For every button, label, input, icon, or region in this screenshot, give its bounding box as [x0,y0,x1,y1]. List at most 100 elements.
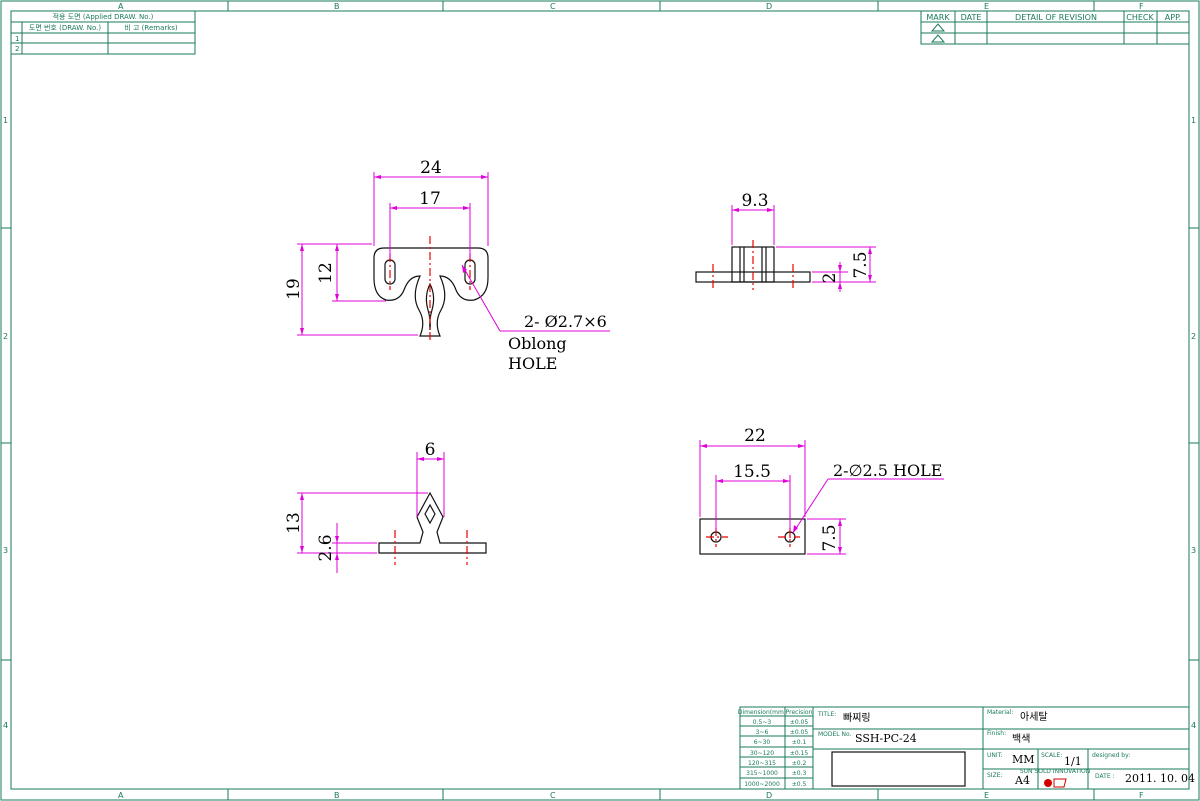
company-logo-icon [1044,779,1052,787]
title-block: Dimension(mm) Precision 0.5~3 ±0.05 3~6 … [738,706,1195,790]
zone-row-4-right: 4 [1191,721,1196,730]
zone-col-f-top: F [1139,2,1144,11]
unit-label: UNIT: [987,752,1003,759]
front-view: 6 13 2.6 [284,440,487,573]
dim-side-width: 9.3 [741,191,768,211]
tol-row-5-range: 120~315 [748,760,776,767]
tol-header-dim: Dimension(mm) [738,709,786,716]
zone-col-b-top: B [334,2,340,11]
finish-value: 백색 [1012,733,1030,745]
material-label: Material: [987,709,1013,716]
zone-col-d-top: D [766,2,772,11]
model-label: MODEL No. [818,731,852,738]
tol-row-7-value: ±0.5 [792,781,807,788]
applied-table-row-1: 1 [15,35,19,43]
tol-row-6-range: 315~1000 [746,770,778,777]
dim-top-height-inner: 12 [316,262,336,284]
top-view-outline [373,247,489,337]
tol-row-3-range: 6~30 [754,739,771,746]
tol-row-3-value: ±0.1 [792,739,807,746]
applied-table-row-2: 2 [15,45,19,53]
zone-col-b-bottom: B [334,791,340,800]
dim-top-width-outer: 24 [420,158,442,178]
dim-side-height: 7.5 [851,251,871,278]
front-view-outline [378,491,487,554]
bottom-view-outline [699,518,806,555]
scale-value: 1/1 [1064,755,1082,768]
date-value: 2011. 10. 04 [1125,772,1195,785]
top-view: 24 17 19 12 2- Ø2.7×6 Oblong HOLE [284,158,610,373]
dim-front-height-total: 13 [284,512,304,534]
applied-table-title: 적용 도면 (Applied DRAW. No.) [53,12,154,21]
model-value: SSH-PC-24 [855,732,917,745]
dim-top-width-inner: 17 [419,189,441,209]
zone-col-c-top: C [550,2,556,11]
zone-col-a-top: A [118,2,124,11]
zone-row-2-right: 2 [1191,332,1196,341]
tol-row-1-value: ±0.05 [790,719,809,726]
rev-header-date: DATE [961,13,982,22]
tol-header-precision: Precision [786,709,813,716]
zone-row-3-right: 3 [1191,546,1196,555]
dim-bottom-height: 7.5 [820,524,840,551]
applied-drawing-table: 적용 도면 (Applied DRAW. No.) 도면 번호 (DRAW. N… [10,10,196,55]
company-logo-text: SUN SOLD INNOVATION [1020,768,1090,775]
applied-table-col-remarks: 비 고 (Remarks) [124,23,178,32]
tol-row-4-value: ±0.15 [790,750,809,757]
tol-row-2-value: ±0.05 [790,729,809,736]
tol-row-2-range: 3~6 [756,729,769,736]
dim-bottom-width-outer: 22 [744,426,766,446]
rev-header-app: APP. [1165,13,1181,22]
zone-row-3-left: 3 [3,546,8,555]
rev-header-detail: DETAIL OF REVISION [1015,13,1097,22]
zone-col-c-bottom: C [550,791,556,800]
callout-hole-label: HOLE [508,354,557,373]
revision-triangle-2 [930,34,946,43]
tol-row-4-range: 30~120 [750,750,774,757]
zone-row-4-left: 4 [3,721,8,730]
size-label: SIZE: [987,772,1003,779]
bottom-view: 22 15.5 7.5 2-∅2.5 HOLE [699,426,944,555]
dim-front-top-width: 6 [425,440,436,460]
revision-triangle-1 [930,23,946,32]
zone-col-f-bottom: F [1139,791,1144,800]
tol-row-5-value: ±0.2 [792,760,807,767]
tol-row-6-value: ±0.3 [792,770,807,777]
zone-col-d-bottom: D [766,791,772,800]
zone-col-e-top: E [984,2,989,11]
zone-row-2-left: 2 [3,332,8,341]
column-zones: A B C D E F A B C D E F [118,1,1144,800]
callout-oblong-hole: 2- Ø2.7×6 [524,312,607,331]
title-value: 빠찌링 [843,712,871,724]
zone-col-a-bottom: A [118,791,124,800]
rev-header-mark: MARK [926,13,950,22]
top-view-inner-slot [425,282,435,331]
dim-top-height-total: 19 [284,278,304,300]
designed-label: designed by: [1092,752,1130,759]
dim-front-base: 2.6 [316,534,336,561]
material-value: 아세탈 [1020,710,1048,723]
callout-bottom-hole: 2-∅2.5 HOLE [833,461,942,480]
dim-side-base: 2 [820,273,840,284]
applied-table-col-drawno: 도면 번호 (DRAW. No.) [29,23,102,32]
front-view-diamond [424,503,436,525]
tol-row-7-range: 1000~2000 [744,781,780,788]
side-view: 9.3 7.5 2 [695,191,876,292]
tol-row-1-range: 0.5~3 [753,719,772,726]
revision-table: MARK DATE DETAIL OF REVISION CHECK APP. [920,10,1190,45]
zone-col-e-bottom: E [984,791,989,800]
size-value: A4 [1014,774,1030,787]
zone-row-1-left: 1 [3,116,8,125]
date-label: DATE : [1095,773,1115,780]
zone-row-1-right: 1 [1191,116,1196,125]
title-block-blank-box [831,751,966,787]
dim-bottom-width-inner: 15.5 [733,462,771,482]
callout-oblong-label: Oblong [508,334,567,353]
rev-header-check: CHECK [1126,13,1154,22]
scale-label: SCALE: [1041,752,1062,759]
title-label: TITLE: [817,711,836,718]
row-zones: 1 2 3 4 1 2 3 4 [1,116,1199,730]
unit-value: MM [1012,753,1035,766]
